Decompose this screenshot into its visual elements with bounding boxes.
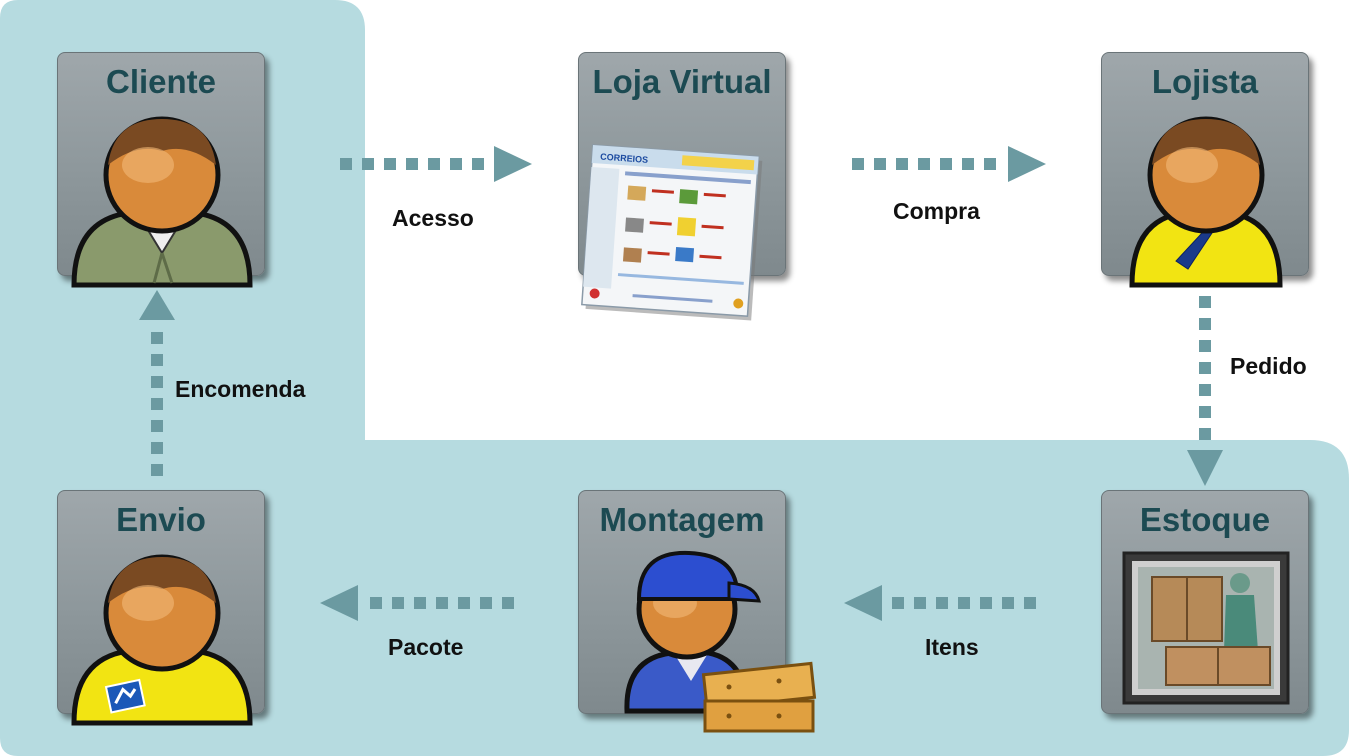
node-estoque: Estoque <box>1101 490 1309 714</box>
node-envio: Envio <box>57 490 265 726</box>
worker-icon <box>624 550 817 733</box>
arrow-encomenda <box>139 290 175 476</box>
node-title-montagem: Montagem <box>599 501 765 538</box>
node-title-loja-virtual: Loja Virtual <box>592 63 772 100</box>
node-title-estoque: Estoque <box>1139 501 1271 538</box>
edge-label-acesso: Acesso <box>392 205 474 231</box>
arrow-acesso <box>340 146 532 182</box>
courier-icon <box>71 554 253 726</box>
arrow-compra <box>852 146 1046 182</box>
arrow-itens <box>844 585 1036 621</box>
node-cliente: Cliente <box>57 52 265 288</box>
arrow-pacote <box>320 585 514 621</box>
store-logo-text: CORREIOS <box>600 152 649 165</box>
edge-label-compra: Compra <box>893 198 980 224</box>
node-lojista: Lojista <box>1101 52 1309 288</box>
node-montagem: Montagem <box>578 490 817 733</box>
customer-icon <box>71 116 253 288</box>
edge-label-pedido: Pedido <box>1230 353 1307 379</box>
node-loja-virtual: Loja Virtual CORREIOS <box>578 52 786 321</box>
arrow-pedido <box>1187 296 1223 486</box>
edge-label-pacote: Pacote <box>388 634 464 660</box>
warehouse-icon <box>1122 551 1290 705</box>
node-title-envio: Envio <box>116 501 206 538</box>
node-title-cliente: Cliente <box>105 63 217 100</box>
shopkeeper-icon <box>1129 116 1283 288</box>
webpage-icon: CORREIOS <box>581 144 763 321</box>
node-title-lojista: Lojista <box>1151 63 1259 100</box>
edge-label-encomenda: Encomenda <box>175 376 306 402</box>
edge-label-itens: Itens <box>925 634 979 660</box>
